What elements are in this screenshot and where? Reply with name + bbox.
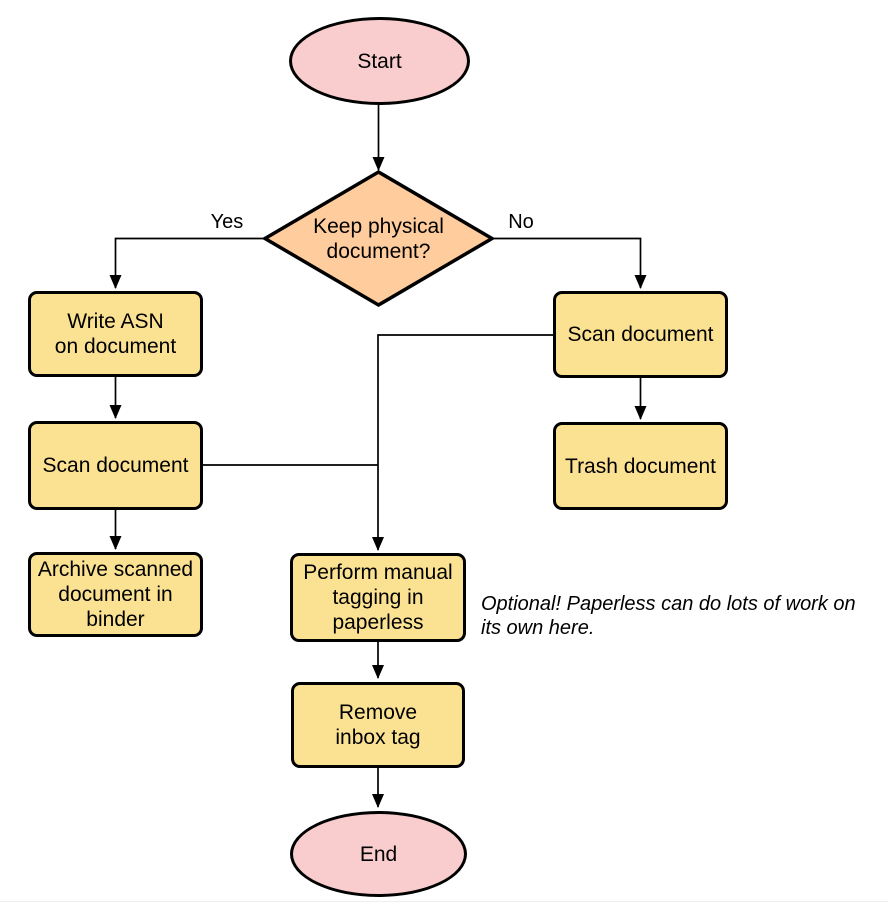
node-scan-document-left-label: Scan document xyxy=(42,454,189,477)
node-remove-inbox-tag-label: Remove inbox tag xyxy=(335,701,421,749)
edge-decision-no-to-scan-right xyxy=(492,237,647,289)
node-start-label: Start xyxy=(357,49,402,73)
node-manual-tagging: Perform manual tagging in paperless xyxy=(290,553,466,642)
node-manual-tagging-label: Perform manual tagging in paperless xyxy=(303,561,453,634)
node-decision-keep-physical: Keep physical document? xyxy=(313,214,444,263)
edge-scan-right-to-tagging xyxy=(372,334,553,551)
edge-decision-yes-to-write-asn xyxy=(109,237,265,289)
node-scan-document-left: Scan document xyxy=(28,421,203,510)
node-trash-document: Trash document xyxy=(553,422,728,510)
node-remove-inbox-tag: Remove inbox tag xyxy=(291,682,465,768)
node-start: Start xyxy=(289,17,470,105)
edge-label-yes: Yes xyxy=(210,211,244,233)
node-end: End xyxy=(290,811,467,897)
decision-diamond-shape xyxy=(261,169,496,308)
node-scan-document-right: Scan document xyxy=(553,291,728,378)
edge-label-no: No xyxy=(508,211,534,233)
node-trash-document-label: Trash document xyxy=(565,454,716,478)
node-archive-binder-label: Archive scanned document in binder xyxy=(37,558,194,631)
annotation-note: Optional! Paperless can do lots of work … xyxy=(481,593,856,639)
node-write-asn: Write ASN on document xyxy=(28,291,203,377)
node-scan-document-right-label: Scan document xyxy=(567,323,714,346)
node-archive-binder: Archive scanned document in binder xyxy=(28,552,203,637)
node-end-label: End xyxy=(359,842,398,866)
node-write-asn-label: Write ASN on document xyxy=(54,310,177,358)
page-bottom-divider xyxy=(0,901,888,902)
